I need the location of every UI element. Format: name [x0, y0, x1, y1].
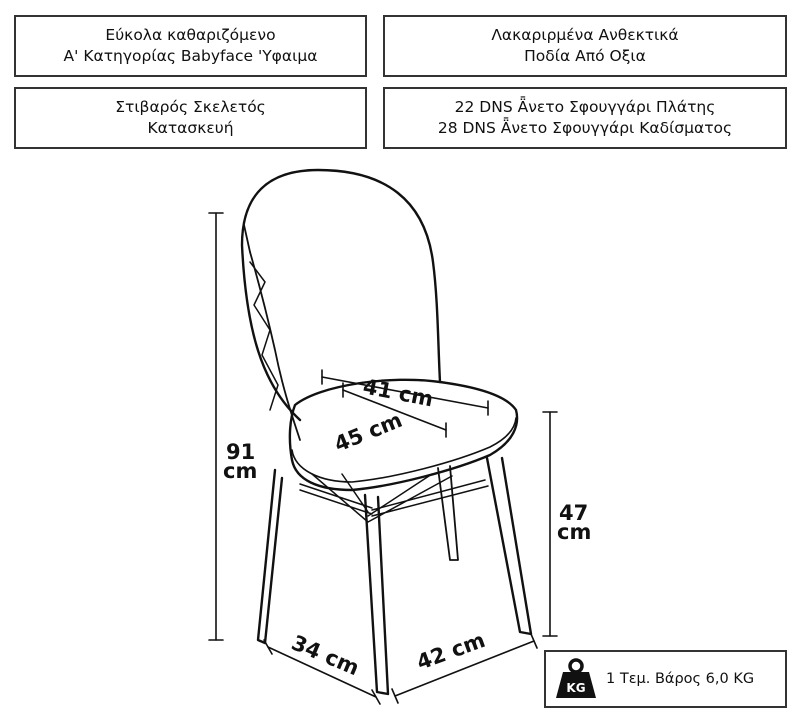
feature-box-easy-clean: Εύκολα καθαριζόμενο Α' Κατηγορίας Babyfa…	[14, 15, 367, 77]
total-height-value: 91	[226, 440, 255, 464]
weight-text: 1 Τεμ. Βάρος 6,0 KG	[606, 671, 755, 687]
weight-kg-icon: KG	[546, 652, 606, 706]
chair-backrest	[240, 168, 442, 422]
base-width-label: 42 cm	[414, 628, 489, 675]
feature-box-foam: 22 DNS Ǟνετο Σφουγγάρι Πλάτης 28 DNS Ǟνε…	[383, 87, 787, 149]
feature-line: Κατασκευή	[147, 119, 234, 137]
chair-leg-back-left	[256, 468, 284, 645]
chair-leg-front-right	[485, 456, 533, 636]
total-height-unit: cm	[223, 459, 257, 483]
feature-line: Λακαριρμένα Ανθεκτικά	[491, 26, 679, 44]
chair-seat	[288, 378, 519, 492]
weight-icon-label: KG	[566, 681, 585, 695]
feature-line: 28 DNS Ǟνετο Σφουγγάρι Καδίσματος	[437, 119, 733, 137]
feature-line: 22 DNS Ǟνετο Σφουγγάρι Πλάτης	[454, 98, 716, 116]
chair-leg-front-left	[363, 493, 390, 696]
feature-line: Ποδία Από Οξια	[524, 47, 646, 65]
feature-line: Α' Κατηγορίας Babyface 'Υφαιμα	[63, 47, 318, 65]
feature-box-frame: Στιβαρός Σκελετός Κατασκευή	[14, 87, 367, 149]
feature-box-legs: Λακαριρμένα Ανθεκτικά Ποδία Από Οξια	[383, 15, 787, 77]
seat-height-unit: cm	[557, 520, 591, 544]
chair-cross-brace	[299, 473, 489, 523]
weight-info: KG 1 Τεμ. Βάρος 6,0 KG	[544, 650, 787, 708]
chair-leg-back-right	[437, 465, 459, 561]
chair-backrest-quilting	[249, 261, 279, 411]
feature-line: Στιβαρός Σκελετός	[115, 98, 266, 116]
chair-backrest-edge	[249, 251, 301, 441]
seat-depth-label: 45 cm	[331, 408, 406, 457]
feature-line: Εύκολα καθαριζόμενο	[105, 26, 276, 44]
seat-height-value: 47	[559, 501, 588, 525]
